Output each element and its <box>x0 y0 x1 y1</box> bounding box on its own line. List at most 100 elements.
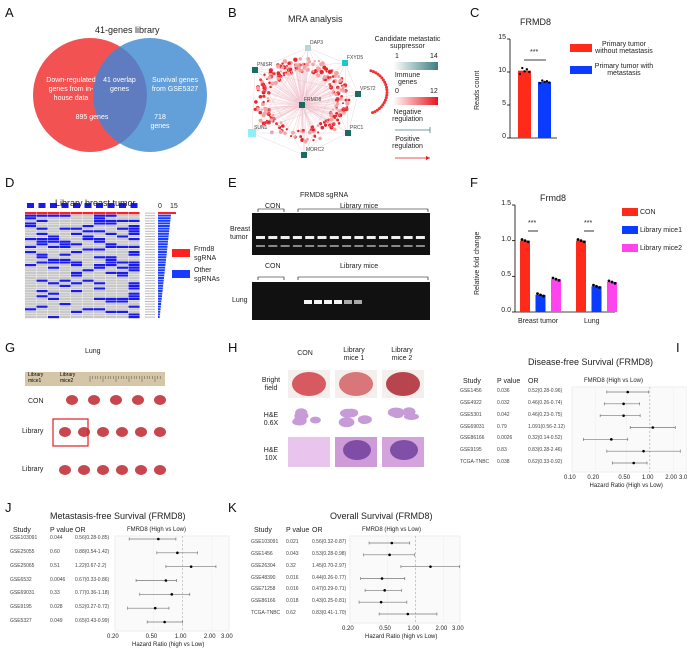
histo-col-con: CON <box>290 350 320 357</box>
heatmap-cell <box>106 269 117 271</box>
ruler-label-2: Library mice2 <box>60 372 85 384</box>
heatmap-cell <box>83 264 94 266</box>
heatmap-cell <box>37 254 48 256</box>
chart-f-bar <box>551 279 561 312</box>
legend-immune: Immune genes <box>385 72 430 86</box>
heatmap-cell <box>25 269 36 271</box>
heatmap-cell <box>37 235 48 237</box>
venn-right-count: 718 genes <box>145 113 175 131</box>
heatmap-cell <box>71 282 82 284</box>
chart-f-point <box>583 240 586 243</box>
network-node <box>385 94 388 97</box>
heatmap-gene-label <box>145 252 155 253</box>
gel-band-faint <box>391 245 400 247</box>
heatmap-cell <box>71 228 82 230</box>
chart-f-point <box>614 282 617 285</box>
network-node <box>316 66 320 70</box>
heatmap-count-bar <box>158 300 161 302</box>
heatmap-gene-label <box>145 272 155 273</box>
chart-c-ylabel: Reads count <box>474 71 481 110</box>
forest-k-xlabel: Hazard Ratio (high vs Low) <box>365 634 437 640</box>
heatmap-cell <box>129 274 140 276</box>
heatmap-cell <box>48 272 59 274</box>
chart-f-significance: *** <box>584 220 592 227</box>
network-node <box>259 95 263 99</box>
chart-f-ylabel: Relative fold change <box>474 232 481 295</box>
network-node <box>288 61 291 64</box>
heatmap-count-bar <box>158 277 164 279</box>
heatmap-cell <box>129 238 140 240</box>
network-node <box>262 101 264 103</box>
heatmap-cell <box>117 222 128 224</box>
forest-i-point <box>632 462 635 465</box>
network-node <box>333 127 337 131</box>
heatmap-cell <box>37 220 48 222</box>
heatmap-cell <box>37 308 48 310</box>
forest-k-study: GSE1456 <box>251 551 273 557</box>
network-node <box>336 119 339 122</box>
heatmap-cell <box>25 246 36 248</box>
network-node <box>344 107 348 111</box>
network-node <box>254 100 258 104</box>
he-06x-image <box>335 402 377 432</box>
heatmap-cell <box>48 241 59 243</box>
forest-k-point <box>407 613 410 616</box>
heatmap-cell <box>117 298 128 300</box>
heatmap-cell <box>117 313 128 315</box>
heatmap-gene-label <box>145 304 155 305</box>
heatmap-count-bar <box>158 225 170 227</box>
forest-j-x-tick: 3.00 <box>221 634 233 640</box>
heatmap-cell <box>48 269 59 271</box>
forest-i-pvalue: 0.83 <box>497 447 507 453</box>
chart-f-bar <box>536 295 546 312</box>
heatmap-gene-label <box>145 293 155 294</box>
forest-j-pvalue: 0.60 <box>50 549 60 555</box>
heatmap-count-bar <box>158 215 171 217</box>
heatmap-cell <box>94 282 105 284</box>
heatmap-cell <box>71 212 82 214</box>
heatmap-cell <box>60 251 71 253</box>
heatmap-cell <box>60 293 71 295</box>
heatmap-cell <box>71 285 82 287</box>
heatmap-cell <box>129 251 140 253</box>
heatmap-cell <box>60 280 71 282</box>
legend-f-0: CON <box>622 208 656 216</box>
forest-i-study: GSE9195 <box>460 447 482 453</box>
heatmap-cell <box>129 272 140 274</box>
heatmap-cell <box>117 316 128 318</box>
chart-f-point <box>524 239 527 242</box>
heatmap-cell <box>94 212 105 214</box>
heatmap-gene-label <box>145 257 155 258</box>
legend-c-1: Primary tumor with metastasis <box>570 63 654 77</box>
heatmap-cell <box>37 282 48 284</box>
hub-label: FRMD8 <box>304 97 321 103</box>
heatmap-cell <box>71 241 82 243</box>
heatmap-cell <box>71 308 82 310</box>
heatmap-cell <box>37 233 48 235</box>
heatmap-cell <box>129 235 140 237</box>
chart-f-point <box>542 295 545 298</box>
heatmap-cell <box>129 233 140 235</box>
forest-i-study: GSE5301 <box>460 412 482 418</box>
forest-k-x-tick: 3.00 <box>452 626 464 632</box>
forest-j-or: 0.67(0.33-0.86) <box>75 577 109 583</box>
heatmap-cell <box>60 295 71 297</box>
heatmap-cell <box>94 267 105 269</box>
heatmap-cell <box>83 225 94 227</box>
heatmap-cell <box>117 282 128 284</box>
hub-label: VPS72 <box>360 86 376 92</box>
heatmap-cell <box>117 287 128 289</box>
heatmap-cell <box>106 295 117 297</box>
heatmap-cell <box>37 215 48 217</box>
heatmap-gene-label <box>145 309 155 310</box>
heatmap-count-bar <box>158 212 176 214</box>
heatmap-cell <box>71 222 82 224</box>
gel-breast <box>252 213 430 255</box>
heatmap-cell <box>106 311 117 313</box>
ruler-label-1: Library mice1 <box>28 372 53 384</box>
network-title: MRA analysis <box>288 14 343 24</box>
heatmap-cell <box>83 243 94 245</box>
network-node <box>336 102 339 105</box>
heatmap-cell <box>129 228 140 230</box>
heatmap-cell <box>60 259 71 261</box>
